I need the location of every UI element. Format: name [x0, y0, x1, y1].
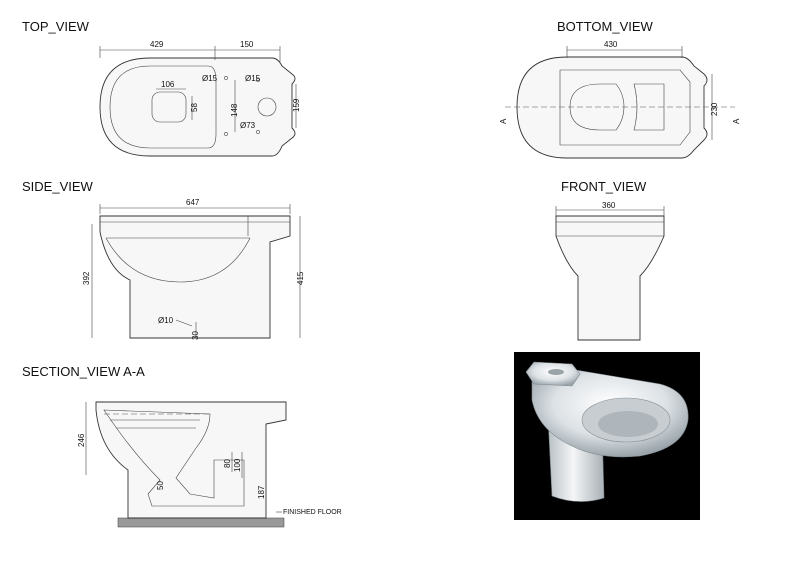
top-view-hole-4 [256, 130, 260, 134]
product-photo [514, 352, 700, 520]
side-inlet-label: Ø10 [158, 316, 174, 325]
bottom-section-a-left: A [499, 118, 508, 124]
side-dim-bowl-height: 392 [82, 271, 91, 285]
bottom-section-a-right: A [732, 118, 741, 124]
section-floor [117, 517, 285, 528]
top-view-hole-2 [224, 132, 228, 136]
photo-toilet-inlet [548, 369, 564, 375]
section-dim-outlet-2: 100 [233, 458, 242, 472]
top-view-seat-hole [151, 91, 187, 123]
front-dim-width: 360 [602, 201, 616, 210]
front-view-outline [555, 215, 665, 341]
side-dim-total-height: 415 [296, 271, 305, 285]
top-view-outlet-circle [257, 97, 277, 117]
section-view: SECTION_VIEW A-A 246 80 100 187 50 FINIS… [22, 364, 342, 528]
section-dim-outlet-height: 187 [257, 485, 266, 499]
bottom-view-base [559, 69, 691, 146]
top-view-bowl-rim [109, 65, 217, 149]
top-dim-seat-width: 106 [161, 80, 175, 89]
section-dim-trap: 50 [156, 481, 165, 490]
section-bowl-inner [103, 409, 245, 507]
side-view-outline [99, 215, 291, 339]
bottom-view-trap [569, 83, 625, 131]
bottom-view-title: BOTTOM_VIEW [557, 19, 654, 34]
side-dim-length: 647 [186, 198, 200, 207]
top-view: TOP_VIEW 429 150 106 58 148 159 Ø15 Ø15 … [22, 19, 301, 157]
top-hole-left-label: Ø15 [202, 74, 218, 83]
top-dim-holes: 148 [230, 103, 239, 117]
front-view: FRONT_VIEW 360 [555, 179, 665, 341]
section-dim-outlet-1: 80 [223, 459, 232, 468]
front-view-title: FRONT_VIEW [561, 179, 647, 194]
top-view-outline [99, 57, 296, 157]
top-dim-seat-depth: 58 [190, 103, 199, 112]
top-outlet-label: Ø73 [240, 121, 256, 130]
bottom-view-outline [516, 56, 708, 159]
bottom-view-outlet [633, 83, 665, 131]
side-view: SIDE_VIEW 647 392 415 Ø10 30 [22, 179, 305, 340]
top-dim-tank: 150 [240, 40, 254, 49]
section-view-title: SECTION_VIEW A-A [22, 364, 145, 379]
photo-toilet-water [598, 411, 658, 437]
side-view-title: SIDE_VIEW [22, 179, 94, 194]
top-view-hole-1 [224, 76, 228, 80]
top-view-hole-3 [256, 78, 260, 82]
section-outline [95, 401, 287, 519]
bottom-view: BOTTOM_VIEW 430 230 A A [499, 19, 741, 159]
section-floor-label: FINISHED FLOOR [283, 509, 342, 516]
side-dim-inlet-height: 30 [191, 331, 200, 340]
top-hole-right-label: Ø15 [245, 74, 261, 83]
bottom-dim-width: 230 [710, 102, 719, 116]
top-dim-tank-width: 159 [292, 98, 301, 112]
section-dim-height: 246 [77, 433, 86, 447]
top-dim-length: 429 [150, 40, 164, 49]
top-view-title: TOP_VIEW [22, 19, 90, 34]
bottom-dim-length: 430 [604, 40, 618, 49]
